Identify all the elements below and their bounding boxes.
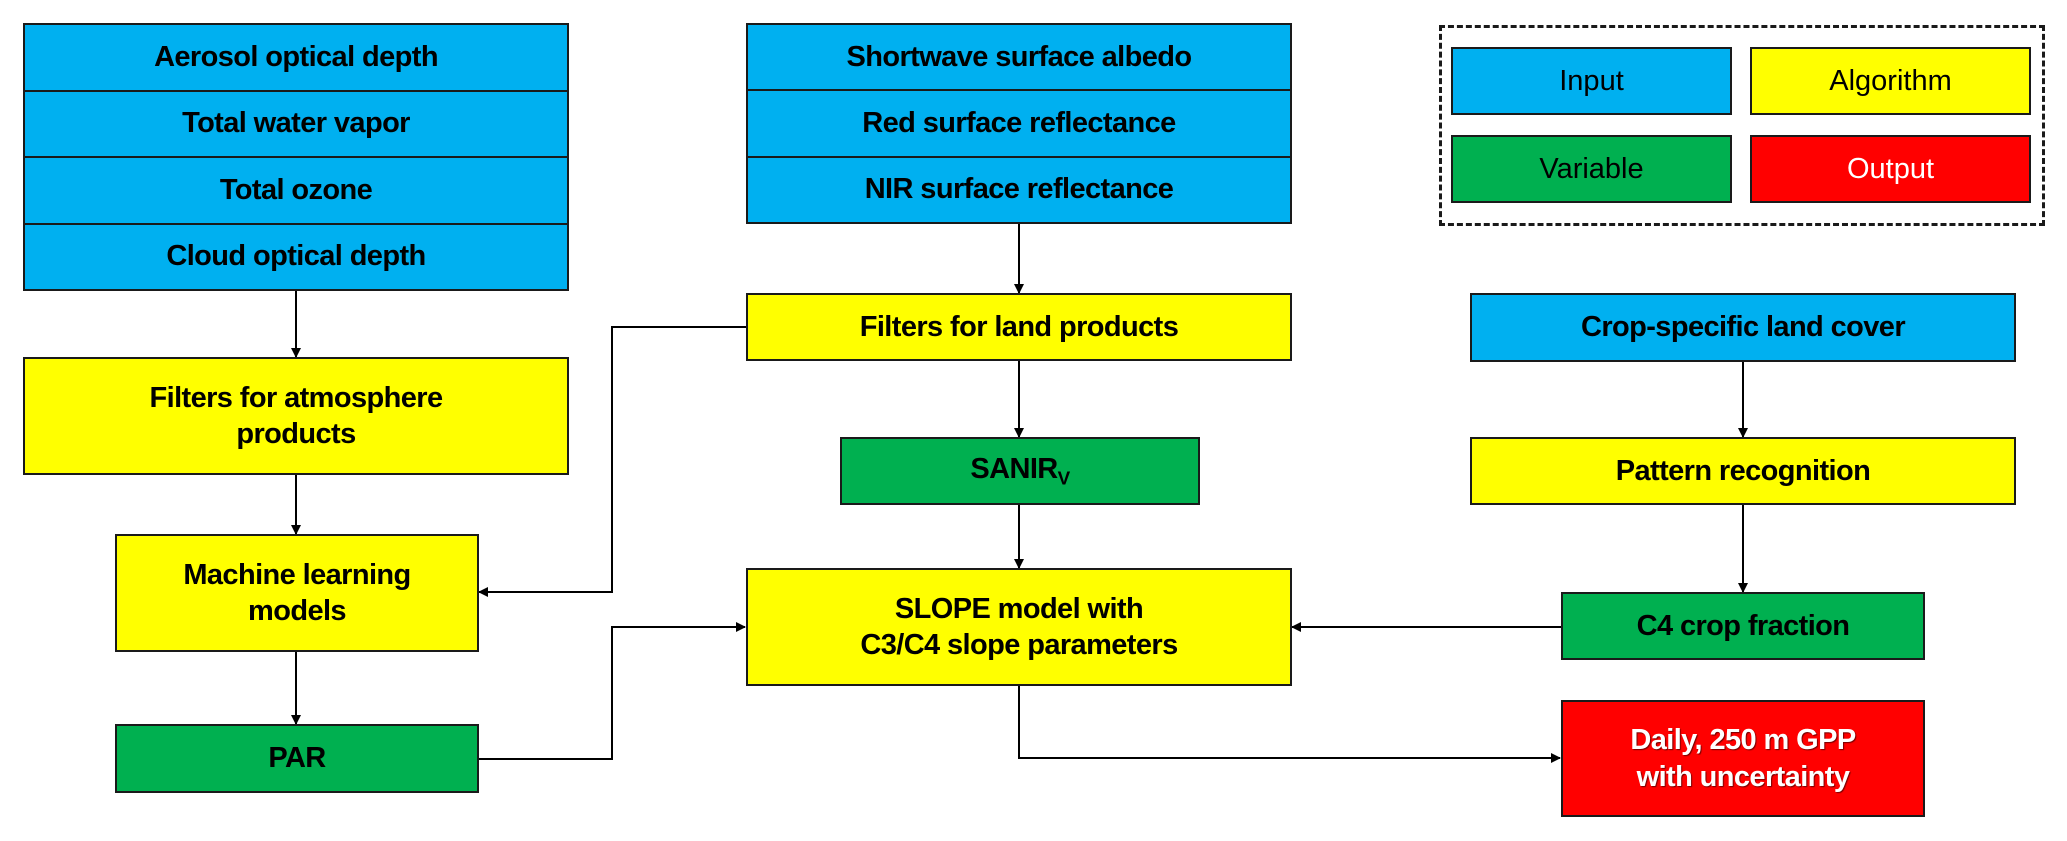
filters-atmosphere-line2: products [236,418,356,450]
legend-input-label: Input [1559,64,1624,97]
atmosphere-inputs-box: Aerosol optical depth Total water vapor … [23,23,569,291]
input-aerosol-optical-depth: Aerosol optical depth [25,25,567,92]
par-box: PAR [115,724,479,793]
filters-land-box: Filters for land products [746,293,1292,361]
output-gpp-line2: with uncertainty [1636,760,1850,793]
legend-output: Output [1750,135,2031,203]
machine-learning-line2: models [248,595,347,627]
c4-crop-fraction-label: C4 crop fraction [1636,609,1850,642]
legend-algorithm-label: Algorithm [1829,64,1952,97]
edge-par-to-slope [478,622,746,760]
filters-atmosphere-line1: Filters for atmosphere [149,381,444,414]
sanirv-subscript: V [1057,468,1071,490]
machine-learning-box: Machine learning models [115,534,479,652]
filters-land-label: Filters for land products [859,310,1179,343]
legend-algorithm: Algorithm [1750,47,2031,115]
input-red-surface-reflectance: Red surface reflectance [748,91,1290,158]
legend-output-label: Output [1846,152,1935,185]
output-gpp-box: Daily, 250 m GPP with uncertainty [1561,700,1925,817]
crop-land-cover-label: Crop-specific land cover [1580,311,1906,344]
legend-variable: Variable [1451,135,1732,203]
legend [1439,25,2045,226]
pattern-recognition-box: Pattern recognition [1470,437,2016,505]
c4-crop-fraction-box: C4 crop fraction [1561,592,1925,660]
pattern-recognition-label: Pattern recognition [1615,454,1871,487]
filters-atmosphere-box: Filters for atmosphere products [23,357,569,475]
edge-filters-land-to-ml [478,326,746,597]
land-inputs-box: Shortwave surface albedo Red surface ref… [746,23,1292,224]
par-label: PAR [268,742,326,775]
machine-learning-line1: Machine learning [183,558,411,591]
slope-model-line2: C3/C4 slope parameters [860,629,1178,661]
input-total-ozone: Total ozone [25,158,567,225]
sanirv-box: SANIRV [840,437,1200,505]
legend-input: Input [1451,47,1732,115]
slope-model-box: SLOPE model with C3/C4 slope parameters [746,568,1292,686]
sanirv-label: SANIRV [970,451,1071,490]
input-total-water-vapor: Total water vapor [25,92,567,158]
input-nir-surface-reflectance: NIR surface reflectance [864,173,1174,206]
sanirv-main: SANIR [970,453,1058,486]
output-gpp-line1: Daily, 250 m GPP [1630,724,1856,757]
input-shortwave-surface-albedo: Shortwave surface albedo [748,25,1290,92]
input-cloud-optical-depth: Cloud optical depth [166,240,426,273]
slope-model-line1: SLOPE model with [894,592,1144,625]
edge-slope-to-output [1018,685,1561,763]
legend-variable-label: Variable [1539,152,1644,185]
crop-land-cover-box: Crop-specific land cover [1470,293,2016,362]
